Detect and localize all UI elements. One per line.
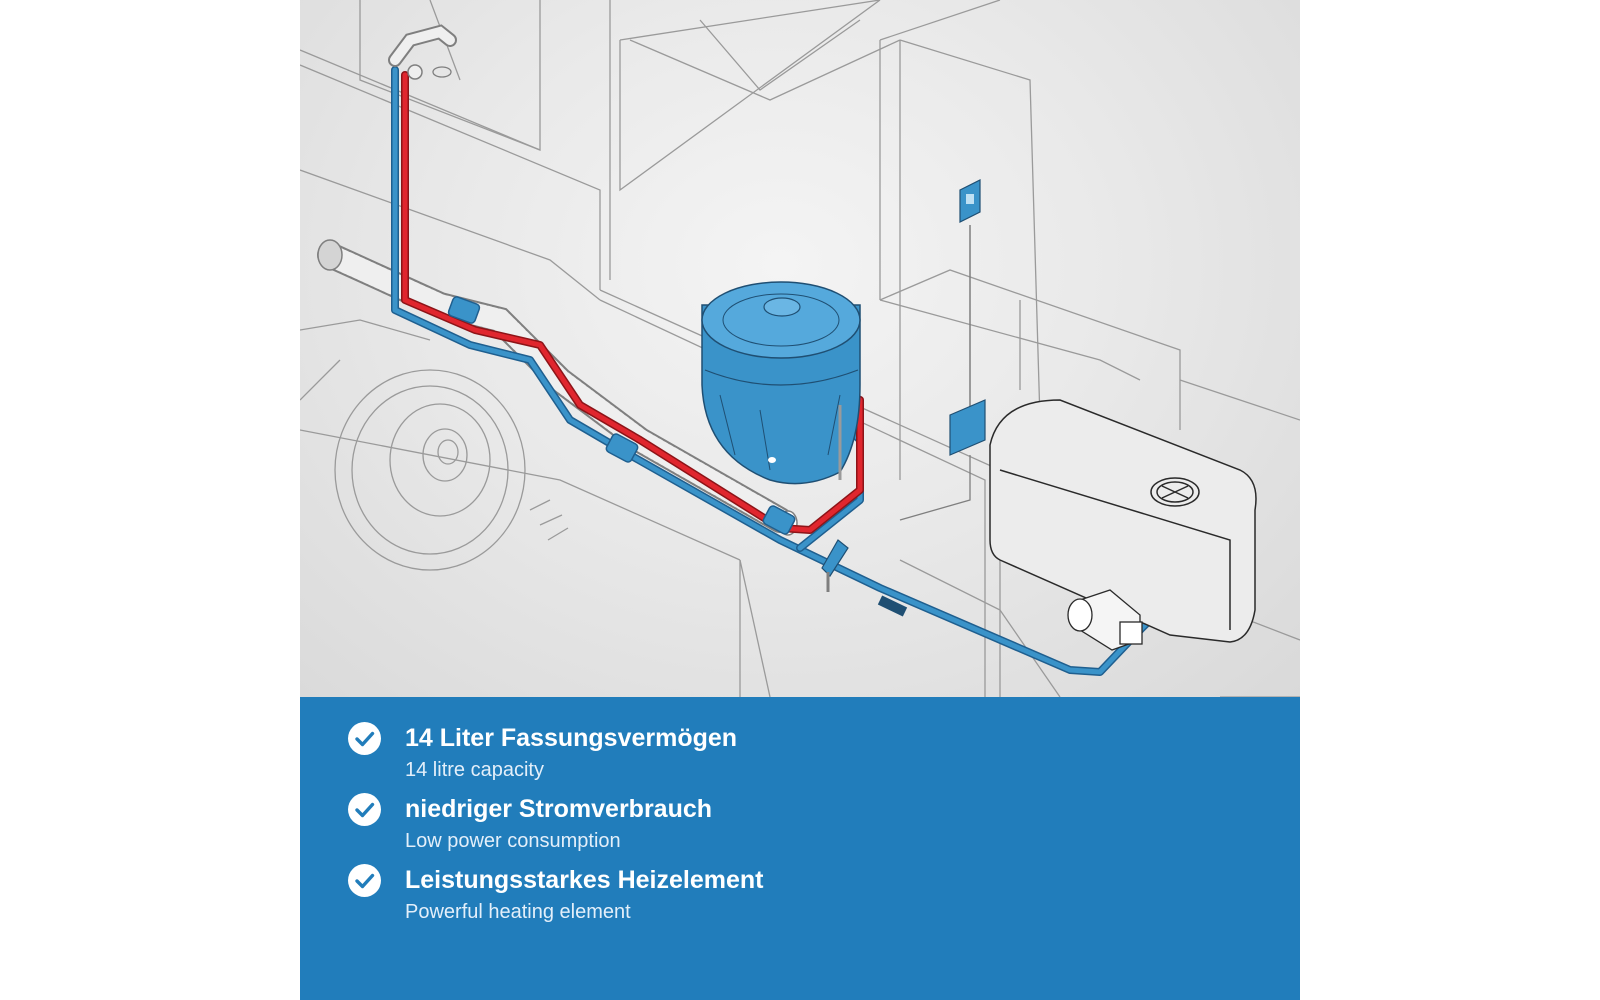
features-panel: 14 Liter Fassungsvermögen 14 litre capac… [300,697,1300,1000]
feature-subtitle: Low power consumption [405,830,621,852]
feature-item: Leistungsstarkes Heizelement Powerful he… [348,864,1248,928]
inlet-fitting [388,24,457,80]
product-panel: 14 Liter Fassungsvermögen 14 litre capac… [300,0,1300,1000]
check-circle-icon [348,722,381,755]
feature-item: niedriger Stromverbrauch Low power consu… [348,793,1248,857]
check-circle-icon [348,864,381,897]
boiler-unit [701,281,861,485]
feature-title: niedriger Stromverbrauch [405,795,713,823]
feature-subtitle: 14 litre capacity [405,759,544,781]
installation-illustration [300,0,1300,697]
drain-valve [821,405,849,592]
feature-item: 14 Liter Fassungsvermögen 14 litre capac… [348,722,1248,786]
water-tank [989,399,1257,643]
control-switch [899,179,986,521]
installation-drawing [300,0,1300,697]
pipe-clamps [447,296,796,535]
feature-subtitle: Powerful heating element [405,901,631,923]
feature-title: 14 Liter Fassungsvermögen [405,724,738,752]
water-pump [1067,589,1143,651]
check-circle-icon [348,793,381,826]
wheel-drawing [334,369,569,571]
hot-water-pipe [401,71,864,534]
feature-title: Leistungsstarkes Heizelement [405,866,764,894]
